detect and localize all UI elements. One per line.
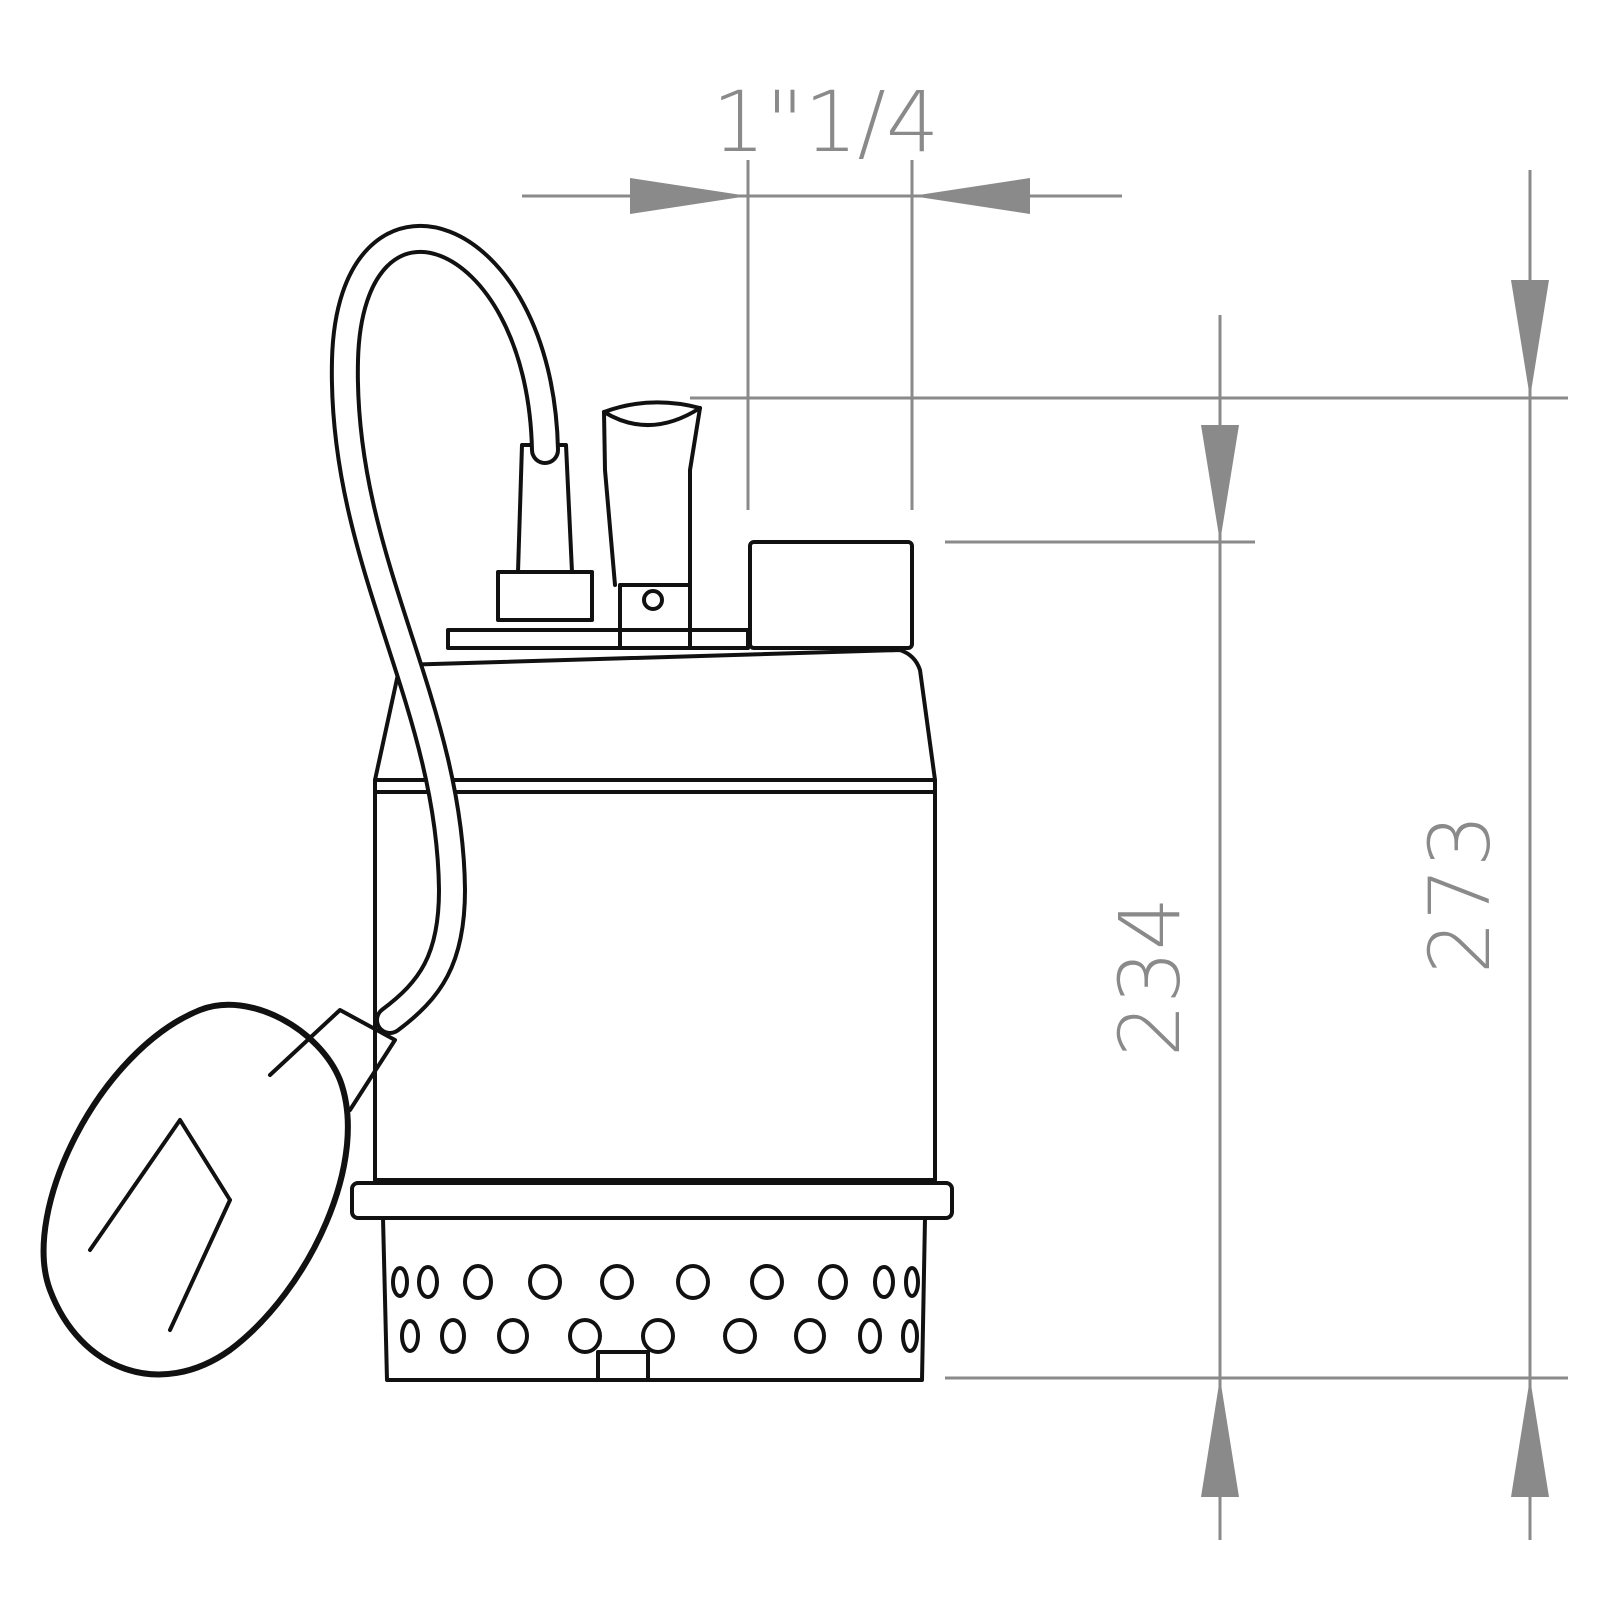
arrow-right-icon [630,178,748,214]
body-height-label: 234 [1101,896,1199,1058]
arrow-down-icon [1511,280,1549,398]
pump [40,223,954,1382]
total-height-label: 273 [1411,813,1509,975]
height-dimensions [690,170,1568,1540]
arrow-left-icon [912,178,1030,214]
arrow-up-icon [1201,1378,1239,1497]
arrow-down-icon [1201,425,1239,542]
outlet-dimension [522,160,1122,510]
strainer-holes [391,1264,920,1354]
arrow-up-icon [1511,1378,1549,1497]
outlet-diameter-label: 1"1/4 [712,73,940,171]
